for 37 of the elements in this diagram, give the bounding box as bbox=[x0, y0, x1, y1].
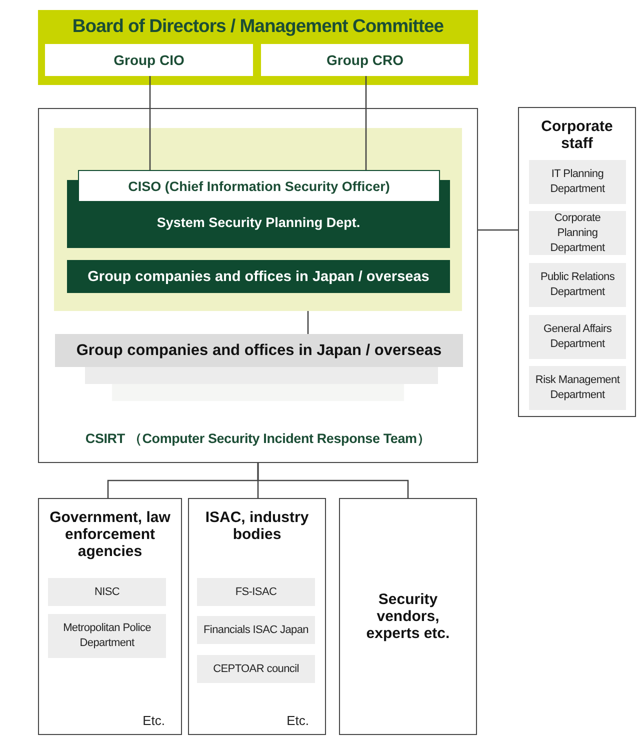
panel-title: Government, law enforcement agencies bbox=[48, 509, 172, 560]
department-box: Public Relations Department bbox=[529, 263, 626, 307]
department-box: Financials ISAC Japan bbox=[197, 616, 315, 644]
connector-line bbox=[365, 76, 367, 170]
department-box: CEPTOAR council bbox=[197, 655, 315, 683]
group-panel bbox=[518, 107, 636, 417]
group-panel bbox=[38, 498, 182, 735]
note-text: Etc. bbox=[142, 713, 165, 728]
entity-box: Group companies and offices in Japan / overseas bbox=[67, 260, 450, 293]
department-box bbox=[67, 170, 450, 248]
department-box: FS-ISAC bbox=[197, 578, 315, 606]
group-box: Security vendors, experts etc. bbox=[339, 498, 477, 735]
header-panel bbox=[38, 10, 478, 85]
group-panel bbox=[188, 498, 326, 735]
department-box: NISC bbox=[48, 578, 166, 606]
department-box: General Affairs Department bbox=[529, 315, 626, 359]
connector-line bbox=[149, 76, 151, 170]
role-header: CISO (Chief Information Security Officer) bbox=[78, 170, 440, 202]
panel-title: CSIRT （Computer Security Incident Response Team） bbox=[84, 430, 432, 448]
department-box: Metropolitan Police Department bbox=[48, 614, 166, 658]
connector-line bbox=[478, 229, 518, 231]
stacked-card bbox=[85, 367, 438, 384]
highlight-band bbox=[54, 128, 462, 311]
panel-title: Board of Directors / Management Committee bbox=[71, 15, 445, 37]
department-box: Corporate Planning Department bbox=[529, 211, 626, 255]
role-box: Group CIO bbox=[45, 44, 253, 76]
role-box: Group CRO bbox=[261, 44, 469, 76]
panel-title: ISAC, industry bodies bbox=[204, 509, 310, 543]
panel-title: Corporate staff bbox=[540, 118, 614, 152]
department-box: Risk Management Department bbox=[529, 366, 626, 410]
connector-line bbox=[307, 311, 309, 334]
note-text: Etc. bbox=[286, 713, 309, 728]
connector-line bbox=[257, 463, 409, 498]
group-panel bbox=[38, 108, 478, 463]
department-box: IT Planning Department bbox=[529, 160, 626, 204]
department-name: System Security Planning Dept. bbox=[156, 215, 362, 230]
entity-box: Group companies and offices in Japan / overseas bbox=[55, 334, 463, 367]
